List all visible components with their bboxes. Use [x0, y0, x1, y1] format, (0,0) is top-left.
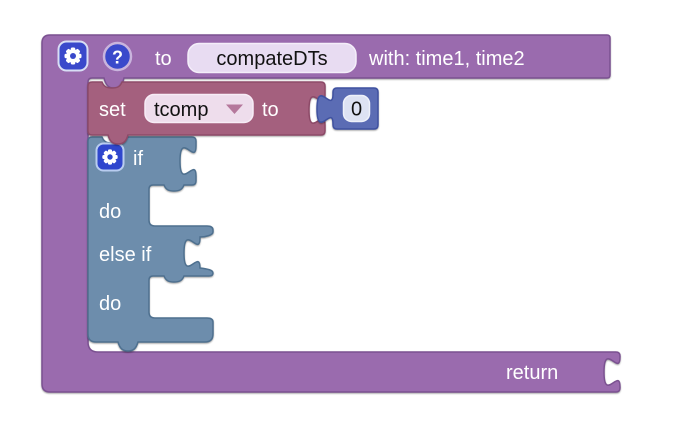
number-value-text: 0 [351, 99, 362, 121]
gear-glyph [64, 47, 82, 65]
gear-icon[interactable] [95, 142, 125, 172]
number-field[interactable]: 0 [342, 94, 371, 123]
do-label: do [99, 201, 121, 223]
procedure-params-label: with: time1, time2 [368, 48, 525, 70]
procedure-block[interactable]: ? to compateDTs with: time1, time2 retur… [41, 34, 621, 393]
if-label: if [133, 148, 143, 170]
if-block[interactable]: if do else if do [87, 136, 214, 352]
else-if-label: else if [99, 244, 152, 266]
set-to-label: to [262, 99, 279, 121]
help-icon[interactable]: ? [102, 41, 133, 72]
gear-icon[interactable] [57, 40, 89, 72]
procedure-name-text: compateDTs [216, 48, 327, 70]
set-variable-block[interactable]: set tcomp to [87, 81, 326, 145]
procedure-return-label: return [506, 362, 558, 384]
gear-glyph [102, 149, 118, 165]
chevron-down-icon [226, 104, 243, 114]
do2-label: do [99, 293, 121, 315]
procedure-to-label: to [155, 48, 172, 70]
procedure-block-body[interactable] [41, 34, 621, 393]
variable-name-text: tcomp [154, 99, 208, 121]
help-glyph: ? [112, 48, 123, 68]
variable-dropdown[interactable]: tcomp [144, 93, 254, 124]
set-label: set [99, 99, 126, 121]
procedure-name-field[interactable]: compateDTs [187, 42, 357, 74]
number-block[interactable]: 0 [316, 87, 379, 130]
if-block-body[interactable] [87, 136, 214, 352]
